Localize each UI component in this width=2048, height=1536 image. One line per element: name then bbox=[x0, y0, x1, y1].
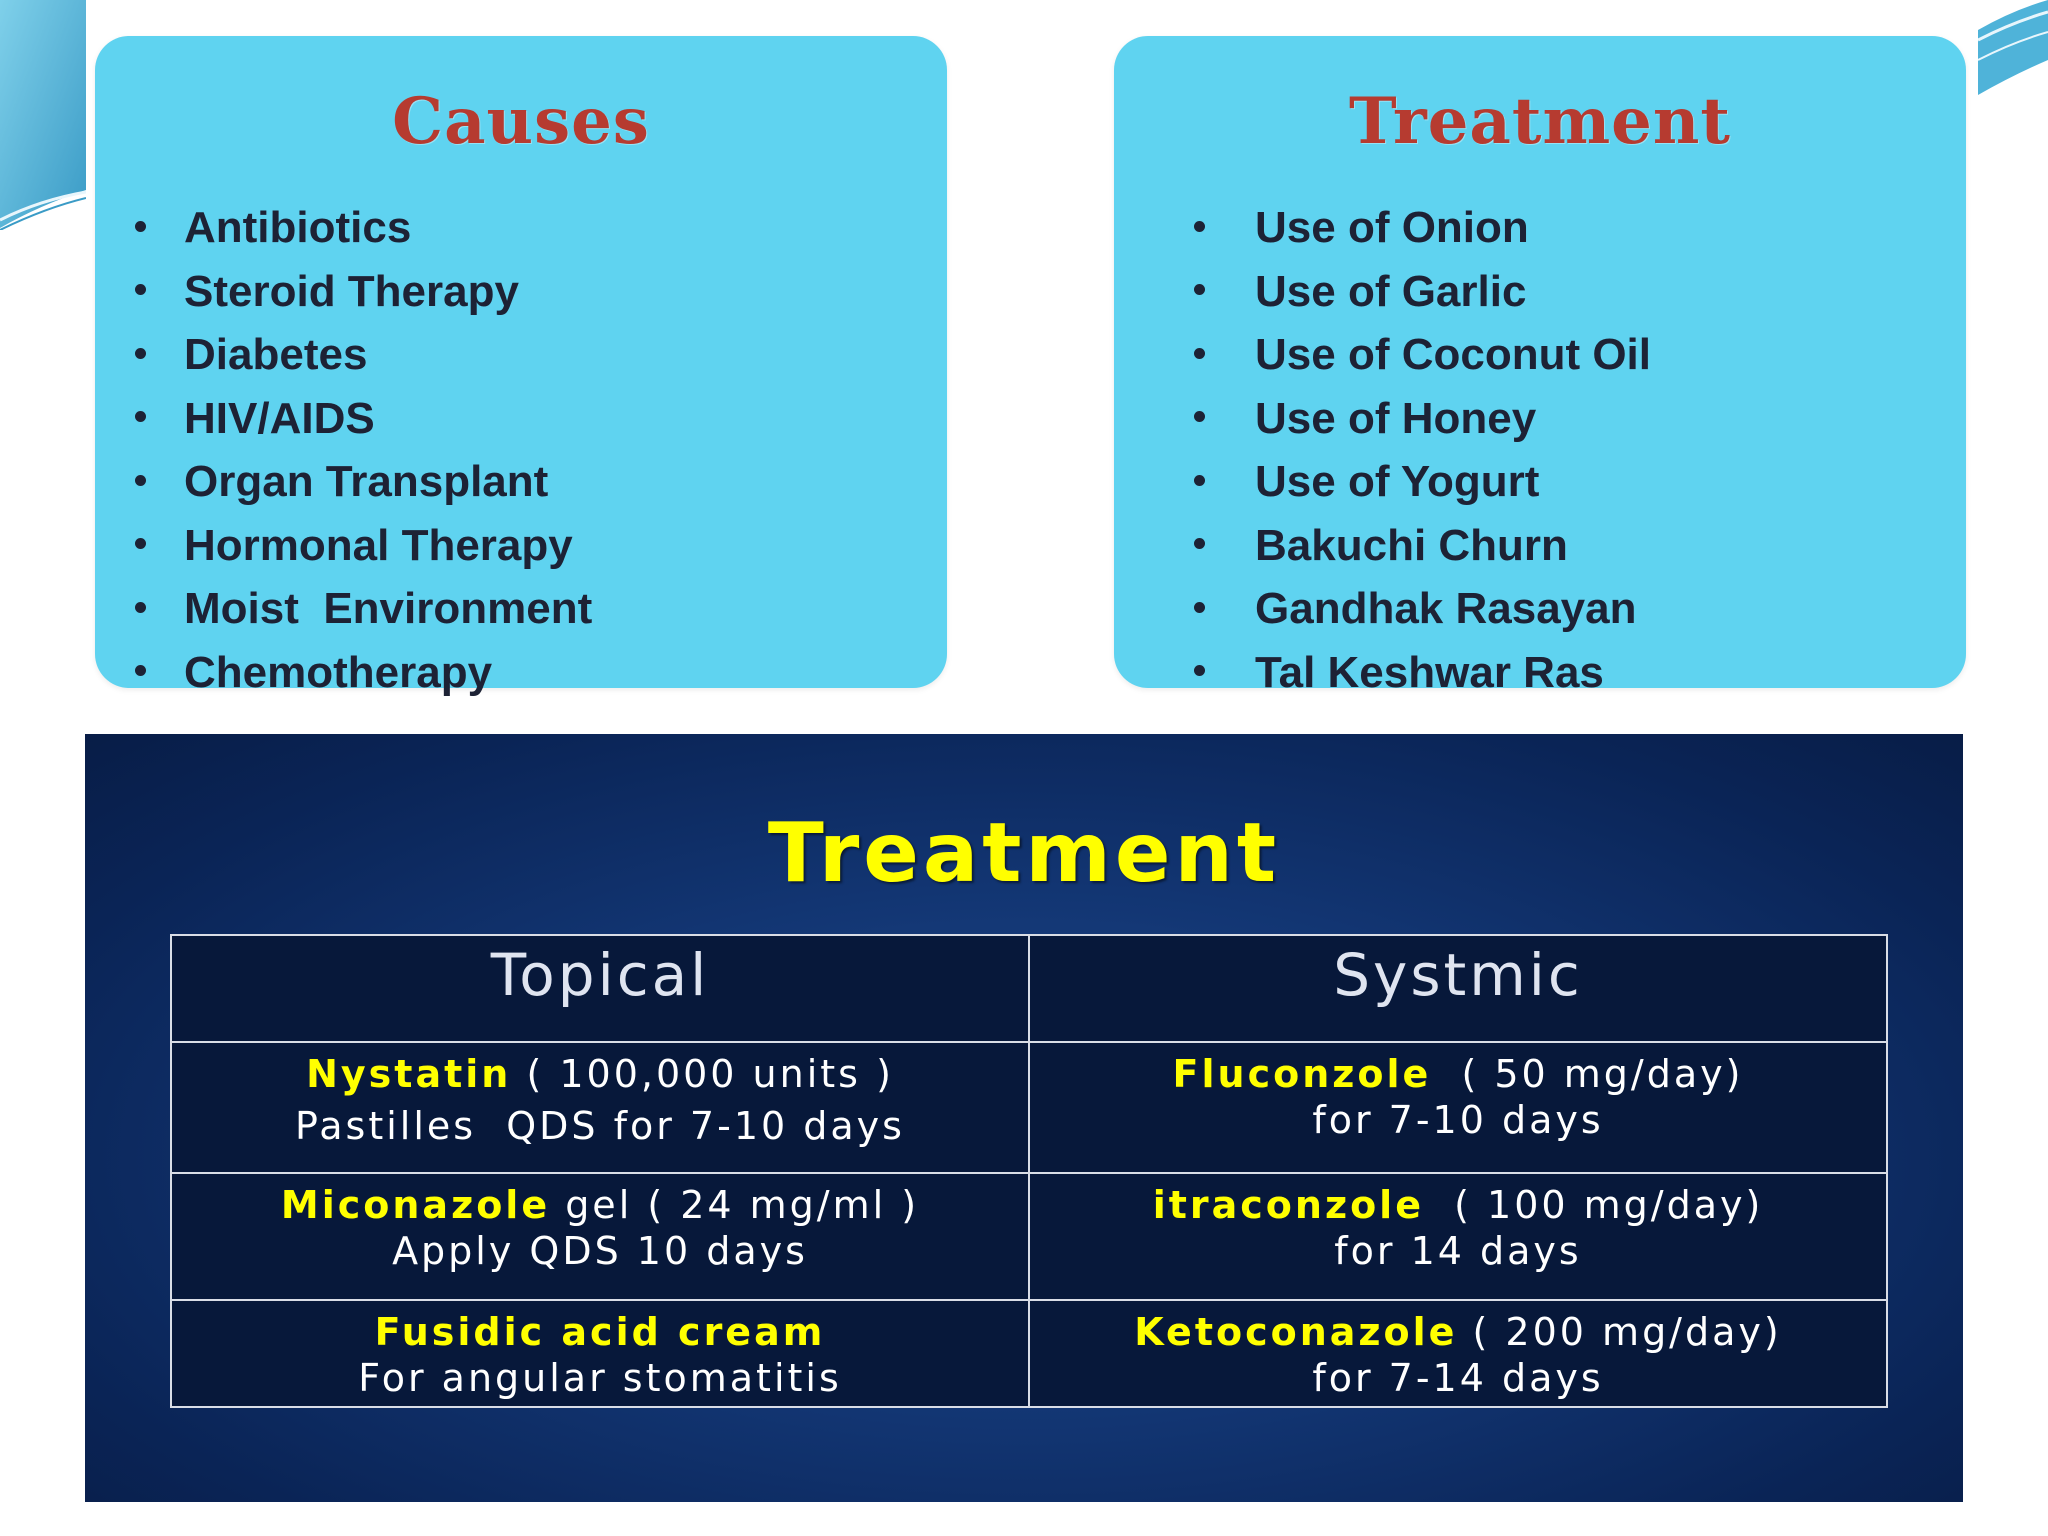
drug-name: Fluconzole bbox=[1172, 1052, 1432, 1096]
cause-label: Moist Environment bbox=[184, 584, 593, 633]
slide-accent-right bbox=[1978, 0, 2048, 95]
cause-label: Chemotherapy bbox=[184, 647, 493, 697]
cause-label: HIV/AIDS bbox=[184, 393, 375, 443]
bullet-icon bbox=[1194, 284, 1205, 296]
systemic-line2: for 14 days bbox=[1334, 1229, 1582, 1273]
drug-detail: gel ( 24 mg/ml ) bbox=[550, 1183, 920, 1227]
list-item: Moist Environment bbox=[135, 577, 592, 641]
topical-cell: Fusidic acid cream For angular stomatiti… bbox=[170, 1299, 1030, 1408]
cause-label: Organ Transplant bbox=[184, 457, 549, 506]
bullet-icon bbox=[1194, 411, 1205, 423]
drug-detail: ( 100 mg/day) bbox=[1423, 1183, 1764, 1227]
cause-label: Steroid Therapy bbox=[184, 266, 519, 316]
topical-line1: Nystatin ( 100,000 units ) bbox=[173, 1051, 1027, 1097]
drug-name: itraconzole bbox=[1152, 1183, 1424, 1227]
table-row: Miconazole gel ( 24 mg/ml ) Apply QDS 10… bbox=[170, 1172, 1888, 1301]
bullet-icon bbox=[135, 665, 146, 677]
causes-card: Causes Antibiotics Steroid Therapy Diabe… bbox=[95, 36, 947, 697]
topical-line2: For angular stomatitis bbox=[358, 1356, 842, 1400]
drug-detail: ( 100,000 units ) bbox=[511, 1052, 894, 1096]
list-item: Diabetes bbox=[135, 323, 592, 387]
topical-line2: Pastilles QDS for 7-10 days bbox=[295, 1104, 905, 1148]
systemic-cell: Ketoconazole ( 200 mg/day) for 7-14 days bbox=[1028, 1299, 1888, 1408]
treatment-label: Tal Keshwar Ras bbox=[1255, 647, 1604, 697]
cause-label: Diabetes bbox=[184, 330, 368, 379]
topical-line1: Fusidic acid cream bbox=[173, 1309, 1027, 1355]
treatment-label: Use of Coconut Oil bbox=[1255, 330, 1651, 379]
list-item: Organ Transplant bbox=[135, 450, 592, 514]
drug-name: Fusidic acid cream bbox=[374, 1310, 826, 1354]
column-header-systemic: Systmic bbox=[1028, 934, 1888, 1043]
table-header-row: Topical Systmic bbox=[170, 934, 1888, 1043]
home-treatment-list: Use of Onion Use of Garlic Use of Coconu… bbox=[1194, 196, 1651, 704]
list-item: Steroid Therapy bbox=[135, 260, 592, 324]
drug-treatment-table: Topical Systmic Nystatin ( 100,000 units… bbox=[170, 934, 1888, 1408]
drug-name: Nystatin bbox=[306, 1052, 512, 1096]
list-item: Antibiotics bbox=[135, 196, 592, 260]
list-item: Use of Honey bbox=[1194, 387, 1651, 451]
drug-detail: ( 200 mg/day) bbox=[1457, 1310, 1782, 1354]
bullet-icon bbox=[135, 474, 146, 486]
bullet-icon bbox=[135, 601, 146, 613]
treatment-label: Use of Honey bbox=[1255, 393, 1537, 443]
systemic-cell: itraconzole ( 100 mg/day) for 14 days bbox=[1028, 1172, 1888, 1301]
list-item: Tal Keshwar Ras bbox=[1194, 641, 1651, 705]
bullet-icon bbox=[135, 411, 146, 423]
list-item: Hormonal Therapy bbox=[135, 514, 592, 578]
list-item: Bakuchi Churn bbox=[1194, 514, 1651, 578]
bullet-icon bbox=[1194, 538, 1205, 550]
bullet-icon bbox=[1194, 347, 1205, 359]
list-item: Gandhak Rasayan bbox=[1194, 577, 1651, 641]
systemic-line1: itraconzole ( 100 mg/day) bbox=[1031, 1182, 1885, 1228]
systemic-line1: Ketoconazole ( 200 mg/day) bbox=[1031, 1309, 1885, 1355]
table-row: Fusidic acid cream For angular stomatiti… bbox=[170, 1299, 1888, 1408]
list-item: Use of Garlic bbox=[1194, 260, 1651, 324]
causes-list: Antibiotics Steroid Therapy Diabetes HIV… bbox=[135, 196, 592, 704]
treatment-label: Use of Yogurt bbox=[1255, 457, 1540, 506]
bullet-icon bbox=[135, 347, 146, 359]
causes-title: Causes bbox=[392, 84, 650, 159]
drug-treatment-panel: Treatment Topical Systmic Nystatin ( 100… bbox=[85, 734, 1963, 1502]
drug-detail: ( 50 mg/day) bbox=[1431, 1052, 1744, 1096]
bullet-icon bbox=[135, 538, 146, 550]
list-item: Use of Yogurt bbox=[1194, 450, 1651, 514]
topical-cell: Miconazole gel ( 24 mg/ml ) Apply QDS 10… bbox=[170, 1172, 1030, 1301]
drug-name: Ketoconazole bbox=[1134, 1310, 1458, 1354]
list-item: Use of Onion bbox=[1194, 196, 1651, 260]
bullet-icon bbox=[1194, 601, 1205, 613]
systemic-line2: for 7-10 days bbox=[1312, 1098, 1604, 1142]
systemic-line1: Fluconzole ( 50 mg/day) bbox=[1031, 1051, 1885, 1097]
list-item: HIV/AIDS bbox=[135, 387, 592, 451]
treatment-label: Use of Onion bbox=[1255, 203, 1529, 252]
systemic-line2: for 7-14 days bbox=[1312, 1356, 1604, 1400]
cause-label: Antibiotics bbox=[184, 203, 412, 252]
slide-accent-left bbox=[0, 0, 86, 230]
treatment-label: Gandhak Rasayan bbox=[1255, 584, 1637, 633]
topical-cell: Nystatin ( 100,000 units ) Pastilles QDS… bbox=[170, 1041, 1030, 1174]
list-item: Chemotherapy bbox=[135, 641, 592, 705]
topical-line1: Miconazole gel ( 24 mg/ml ) bbox=[173, 1182, 1027, 1228]
home-treatment-title: Treatment bbox=[1349, 84, 1731, 159]
topical-line2: Apply QDS 10 days bbox=[392, 1229, 808, 1273]
list-item: Use of Coconut Oil bbox=[1194, 323, 1651, 387]
bullet-icon bbox=[135, 284, 146, 296]
systemic-cell: Fluconzole ( 50 mg/day) for 7-10 days bbox=[1028, 1041, 1888, 1174]
column-header-topical: Topical bbox=[170, 934, 1030, 1043]
cause-label: Hormonal Therapy bbox=[184, 520, 573, 570]
bullet-icon bbox=[1194, 665, 1205, 677]
drug-name: Miconazole bbox=[280, 1183, 551, 1227]
treatment-label: Bakuchi Churn bbox=[1255, 520, 1568, 570]
bullet-icon bbox=[135, 220, 146, 232]
drug-treatment-title: Treatment bbox=[767, 806, 1281, 901]
table-row: Nystatin ( 100,000 units ) Pastilles QDS… bbox=[170, 1041, 1888, 1174]
treatment-label: Use of Garlic bbox=[1255, 266, 1527, 316]
bullet-icon bbox=[1194, 474, 1205, 486]
bullet-icon bbox=[1194, 220, 1205, 232]
home-treatment-card: Treatment Use of Onion Use of Garlic Use… bbox=[1114, 36, 1966, 697]
